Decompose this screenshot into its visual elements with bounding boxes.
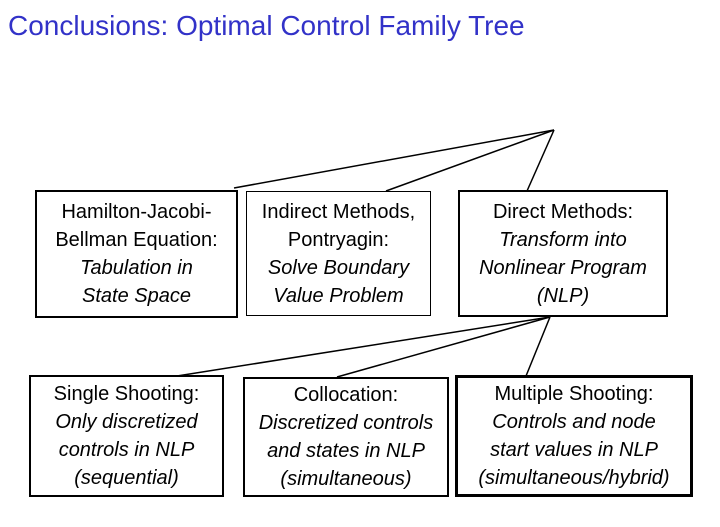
node-title-line: Indirect Methods, — [261, 200, 416, 223]
node-title-line: Single Shooting: — [53, 383, 200, 405]
node-multiple-shooting: Multiple Shooting: Controls and node sta… — [455, 375, 693, 497]
node-desc-line: controls in NLP — [58, 439, 195, 461]
node-desc-line: Discretized controls — [258, 412, 434, 434]
node-collocation: Collocation: Discretized controls and st… — [243, 377, 449, 497]
edge-root-hjb — [233, 129, 555, 189]
node-single-shooting: Single Shooting: Only discretized contro… — [29, 375, 224, 497]
edge-direct-multiple — [525, 316, 551, 377]
node-desc-line: (NLP) — [536, 284, 590, 307]
node-desc-line: Only discretized — [55, 411, 198, 433]
edge-direct-single — [176, 316, 551, 377]
node-title-line: Collocation: — [293, 384, 399, 406]
node-desc-line: (simultaneous) — [280, 468, 412, 490]
node-desc-line: (simultaneous/hybrid) — [478, 467, 670, 489]
node-hamilton-jacobi-bellman: Hamilton-Jacobi- Bellman Equation: Tabul… — [35, 190, 238, 318]
node-desc-line: and states in NLP — [267, 440, 425, 462]
node-desc-line: (sequential) — [74, 467, 179, 489]
node-title-line: Hamilton-Jacobi- — [61, 201, 212, 223]
edge-root-direct — [526, 129, 555, 192]
edge-root-indirect — [385, 129, 555, 192]
node-title-line: Bellman Equation: — [55, 229, 218, 251]
node-title-line: Pontryagin: — [287, 228, 390, 251]
node-desc-line: Transform into — [499, 228, 627, 251]
node-title-line: Direct Methods: — [492, 200, 634, 223]
node-desc-line: Nonlinear Program — [479, 256, 647, 279]
node-desc-line: Tabulation in — [80, 257, 193, 279]
node-desc-line: State Space — [82, 285, 191, 307]
node-desc-line: Solve Boundary — [267, 256, 410, 279]
node-desc-line: start values in NLP — [490, 439, 658, 461]
node-indirect-methods: Indirect Methods, Pontryagin: Solve Boun… — [246, 191, 431, 316]
node-title-line: Multiple Shooting: — [494, 383, 654, 405]
slide-title: Conclusions: Optimal Control Family Tree — [8, 10, 525, 41]
node-direct-methods: Direct Methods: Transform into Nonlinear… — [458, 190, 668, 317]
edge-direct-colloc — [336, 316, 551, 378]
node-desc-line: Value Problem — [273, 284, 404, 307]
node-desc-line: Controls and node — [492, 411, 656, 433]
